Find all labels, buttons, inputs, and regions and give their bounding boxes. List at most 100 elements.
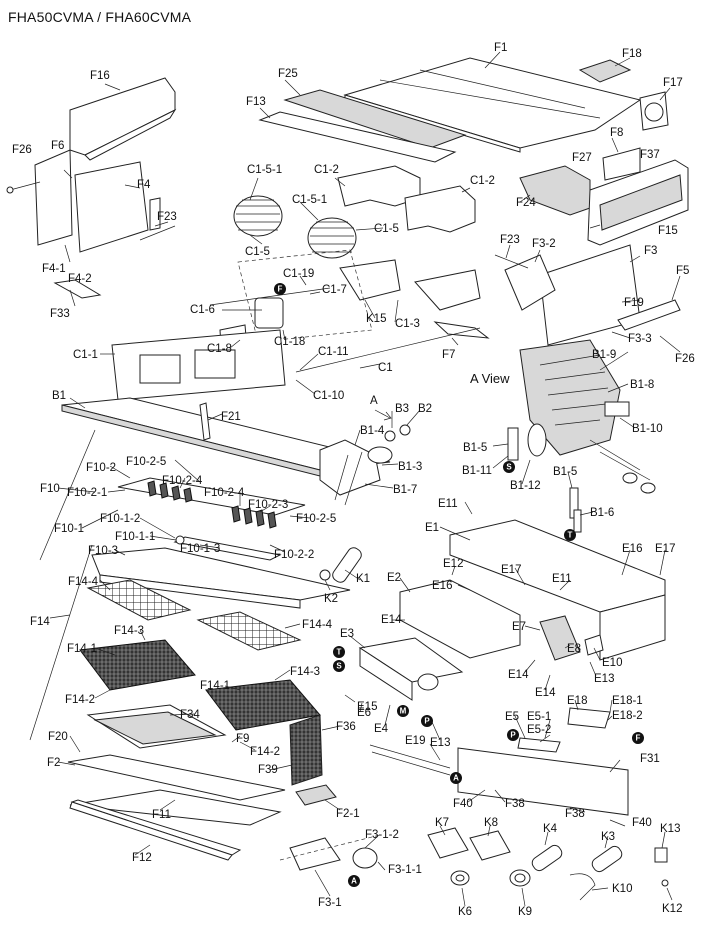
label-F10-2: F10-2: [86, 462, 116, 474]
label-B1-5-a: B1-5: [463, 442, 487, 454]
heat-exchanger-group: [61, 339, 656, 533]
marker-P-pcb: P: [421, 715, 433, 727]
label-E5-2: E5-2: [527, 724, 551, 736]
label-F3-3: F3-3: [628, 333, 652, 345]
label-F3-1: F3-1: [318, 897, 342, 909]
label-F36: F36: [336, 721, 356, 733]
marker-S-text: S: [506, 463, 512, 472]
label-F9: F9: [236, 733, 249, 745]
marker-A2-text: A: [351, 877, 357, 886]
label-F40-b: F40: [632, 817, 652, 829]
marker-A-e19: A: [450, 772, 462, 784]
label-B2: B2: [418, 403, 432, 415]
label-F38-b: F38: [565, 808, 585, 820]
label-B3: B3: [395, 403, 409, 415]
grille-group: [29, 429, 381, 871]
label-F23-right: F23: [500, 234, 520, 246]
label-F37: F37: [640, 149, 660, 161]
label-F19: F19: [624, 297, 644, 309]
label-B1-4: B1-4: [360, 425, 385, 437]
label-K8: K8: [484, 817, 498, 829]
label-F10-1-1: F10-1-1: [115, 531, 155, 543]
label-F12: F12: [132, 852, 152, 864]
label-F10-1-3: F10-1-3: [180, 543, 220, 555]
label-F40-a: F40: [453, 798, 473, 810]
label-F14-3-a: F14-3: [114, 625, 144, 637]
label-K2: K2: [324, 593, 338, 605]
blower-group: [111, 165, 681, 401]
label-K9: K9: [518, 906, 532, 918]
label-F10-2-1: F10-2-1: [67, 487, 107, 499]
part-labels: F1 F18 F17 F16 F25 F13 F8 F27 F37 F26 F6…: [12, 42, 695, 918]
label-E13-b: E13: [430, 737, 450, 749]
label-F10-2-5-a: F10-2-5: [126, 456, 166, 468]
label-E3: E3: [340, 628, 354, 640]
label-C1-8: C1-8: [207, 343, 232, 355]
label-F3-2: F3-2: [532, 238, 556, 250]
label-F24: F24: [516, 197, 536, 209]
label-C1-5-1-b: C1-5-1: [292, 194, 327, 206]
label-E18-2: E18-2: [612, 710, 643, 722]
label-F14-2-a: F14-2: [65, 694, 95, 706]
label-F11: F11: [152, 809, 171, 821]
label-F34: F34: [180, 709, 200, 721]
marker-T2-text: T: [337, 648, 342, 657]
leader-lines: [49, 51, 681, 907]
label-F14-4-a: F14-4: [68, 576, 99, 588]
label-E13-a: E13: [594, 673, 614, 685]
a-view-arrowhead: [383, 411, 392, 421]
marker-badges: F S T T S M P: [274, 283, 644, 887]
label-C1-7: C1-7: [322, 284, 347, 296]
label-E4: E4: [374, 723, 389, 735]
a-view-arrow: [374, 409, 391, 419]
label-F10-3: F10-3: [88, 545, 118, 557]
top-casing-group: [6, 57, 689, 299]
label-K12: K12: [662, 903, 682, 915]
label-C1-5-1-a: C1-5-1: [247, 164, 282, 176]
label-B1-3: B1-3: [398, 461, 422, 473]
label-F3-1-1: F3-1-1: [388, 864, 422, 876]
label-E2: E2: [387, 572, 401, 584]
label-B1: B1: [52, 390, 66, 402]
label-E14-b: E14: [508, 669, 529, 681]
label-K6: K6: [458, 906, 472, 918]
label-E12: E12: [443, 558, 463, 570]
label-F10-2-4-a: F10-2-4: [162, 475, 203, 487]
marker-T-pcb: T: [333, 646, 345, 658]
label-E5-1: E5-1: [527, 711, 551, 723]
label-F15: F15: [658, 225, 678, 237]
label-E5: E5: [505, 711, 519, 723]
label-F10: F10: [40, 483, 60, 495]
electrical-group: [358, 519, 669, 901]
label-F14-3-b: F14-3: [290, 666, 320, 678]
label-C1-5-b: C1-5: [374, 223, 399, 235]
marker-S-pcb: S: [333, 660, 345, 672]
label-K15: K15: [366, 313, 386, 325]
label-F16: F16: [90, 70, 110, 82]
label-F26-top: F26: [12, 144, 32, 156]
label-F10-1-2: F10-1-2: [100, 513, 140, 525]
a-arrow-label: A: [370, 395, 378, 407]
label-E18-1: E18-1: [612, 695, 643, 707]
marker-F-e18: F: [632, 732, 644, 744]
label-F38-a: F38: [505, 798, 525, 810]
label-F20: F20: [48, 731, 68, 743]
marker-F-motor: F: [274, 283, 286, 295]
label-E11-a: E11: [438, 498, 458, 510]
marker-S2-text: S: [336, 662, 342, 671]
label-F10-2-4-b: F10-2-4: [204, 487, 245, 499]
label-C1-18: C1-18: [274, 336, 305, 348]
label-F13: F13: [246, 96, 266, 108]
label-E16-a: E16: [622, 543, 642, 555]
marker-A-text: A: [453, 774, 459, 783]
label-B1-9: B1-9: [592, 349, 616, 361]
label-F10-1: F10-1: [54, 523, 84, 535]
label-K13: K13: [660, 823, 680, 835]
marker-F-text: F: [278, 285, 283, 294]
label-C1-2-b: C1-2: [470, 175, 495, 187]
label-C1-2-a: C1-2: [314, 164, 339, 176]
label-C1: C1: [378, 362, 393, 374]
label-F27: F27: [572, 152, 592, 164]
marker-F2-text: F: [636, 734, 641, 743]
label-E14-a: E14: [381, 614, 402, 626]
